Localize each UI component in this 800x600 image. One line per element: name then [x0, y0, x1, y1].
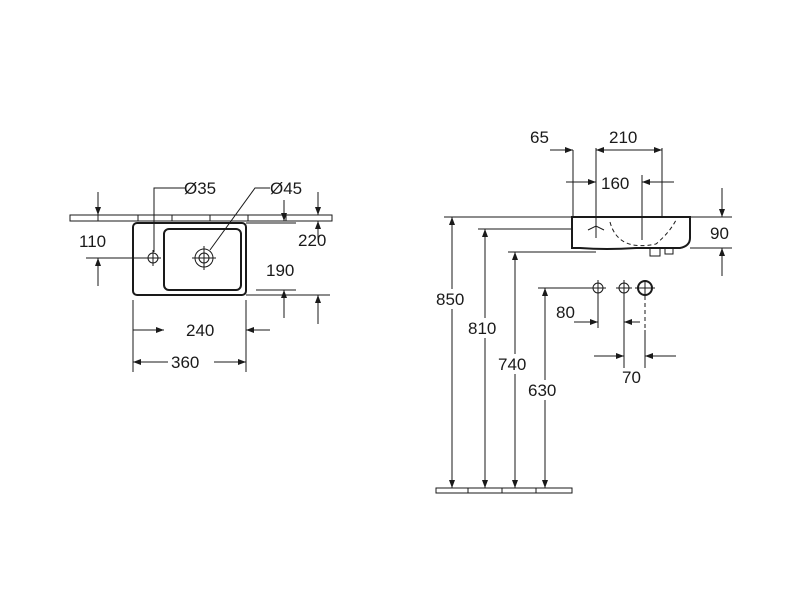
label-850: 850: [436, 290, 464, 309]
label-80: 80: [556, 303, 575, 322]
dim-220: 220: [246, 192, 326, 250]
basin-outer-outline: [132, 222, 247, 296]
dim-210: 210: [596, 128, 662, 153]
top-view-wall: [69, 214, 333, 222]
dim-850: 850: [434, 217, 470, 488]
supply-connections: [590, 280, 655, 296]
dim-190: 190: [256, 200, 296, 318]
tap-hole-large: [192, 246, 216, 270]
dim-diameter-35: Ø35: [153, 179, 216, 252]
dim-diameter-45: Ø45: [209, 179, 302, 251]
dim-240: 240: [132, 300, 270, 372]
dim-depth-right: [246, 294, 330, 324]
supply-connection-right: [616, 280, 632, 296]
label-90: 90: [710, 224, 729, 243]
label-70: 70: [622, 368, 641, 387]
label-diameter-35: Ø35: [184, 179, 216, 198]
label-810: 810: [468, 319, 496, 338]
dim-110: 110: [79, 192, 146, 286]
label-190: 190: [266, 261, 294, 280]
dim-740: 740: [496, 252, 532, 488]
dim-360: 360: [133, 350, 246, 372]
label-240: 240: [186, 321, 214, 340]
dim-160: 160: [566, 174, 674, 193]
side-view: 65 210 160 90: [434, 128, 732, 494]
label-160: 160: [601, 174, 629, 193]
tap-hole-small: [145, 250, 161, 266]
basin-side-profile: [571, 216, 691, 257]
label-220: 220: [298, 231, 326, 250]
basin-bowl-outline: [163, 228, 242, 291]
label-110: 110: [79, 232, 106, 251]
dim-810: 810: [466, 229, 502, 488]
dim-65: 65: [530, 128, 606, 153]
label-65: 65: [530, 128, 549, 147]
label-630: 630: [528, 381, 556, 400]
dim-80: 80: [556, 303, 640, 325]
label-diameter-45: Ø45: [270, 179, 302, 198]
dim-70: 70: [594, 353, 676, 387]
supply-connection-left: [590, 280, 606, 296]
dim-90: 90: [690, 188, 732, 276]
label-210: 210: [609, 128, 637, 147]
top-view: Ø35 Ø45 110 220: [69, 179, 333, 372]
side-view-floor: [435, 487, 573, 494]
label-360: 360: [171, 353, 199, 372]
waste-outlet: [635, 280, 655, 296]
label-740: 740: [498, 355, 526, 374]
dim-630: 630: [526, 288, 562, 488]
